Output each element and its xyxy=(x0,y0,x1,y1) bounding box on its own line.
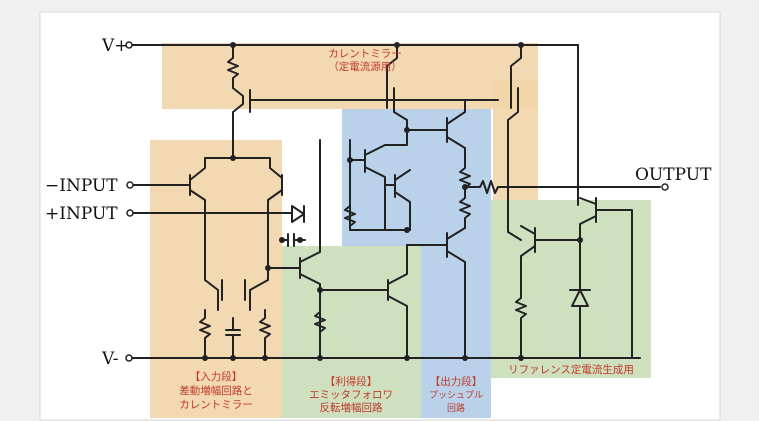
diff-pair-left xyxy=(189,157,283,281)
plus-input-label: +INPUT xyxy=(45,204,118,224)
output-bias-transistor xyxy=(384,169,411,231)
gain-emitter-follower xyxy=(267,139,321,359)
output-emitter-resistors xyxy=(459,159,471,229)
vminus-label: V- xyxy=(101,349,118,369)
vminus-terminal xyxy=(125,354,133,362)
output-stage-label-line1: 【出力段】 xyxy=(430,375,483,388)
gain-stage-label-line1: 【利得段】 xyxy=(325,375,378,388)
region-current-mirror-right xyxy=(493,80,538,200)
region-input-stage xyxy=(150,140,282,418)
output-resistor xyxy=(464,180,661,194)
region-gain-stage xyxy=(282,246,421,418)
output-label: OUTPUT xyxy=(635,165,712,185)
gain-resistor xyxy=(314,299,326,359)
output-stage-label-line3: 回路 xyxy=(447,402,465,414)
output-npn xyxy=(406,99,466,161)
plus-input-terminal xyxy=(126,209,134,217)
gain-inverter xyxy=(319,244,408,359)
diode xyxy=(281,205,305,223)
input-stage-label-line3: カレントミラー xyxy=(179,399,253,411)
gain-stage-label-line3: 反転増幅回路 xyxy=(320,401,383,414)
reference-left-branch xyxy=(507,199,581,359)
reference-label: リファレンス定電流生成用 xyxy=(508,363,634,376)
input-stage-label-line2: 差動増幅回路と xyxy=(179,384,253,397)
input-capacitor xyxy=(225,317,241,359)
region-current-mirror xyxy=(162,43,538,109)
reference-right-transistor xyxy=(577,149,633,359)
input-resistor-right xyxy=(259,309,271,359)
current-mirror-label-line1: カレントミラー xyxy=(328,48,402,60)
gain-stage-label-line2: エミッタフォロワ xyxy=(309,389,393,401)
vplus-label: V+ xyxy=(101,36,129,56)
minus-input-terminal xyxy=(126,181,134,189)
region-output-stage xyxy=(421,246,491,418)
output-bias-resistor xyxy=(344,199,356,227)
diff-pair-right xyxy=(267,174,283,281)
input-resistor-left xyxy=(199,309,211,359)
input-stage-label-line1: 【入力段】 xyxy=(190,370,243,383)
input-mirror-transistors xyxy=(204,279,269,311)
current-mirror-label-line2: （定電流源用） xyxy=(328,60,402,73)
mirror-transistor-right xyxy=(507,44,522,201)
mirror-transistor-left xyxy=(232,87,391,151)
junction-dots xyxy=(202,42,583,361)
zener-diode xyxy=(569,289,591,359)
mirror-resistor xyxy=(227,44,239,89)
output-terminal xyxy=(661,183,669,191)
output-pnp xyxy=(406,227,466,359)
vplus-terminal xyxy=(125,41,133,49)
output-bias-left xyxy=(349,129,408,231)
minus-input-label: −INPUT xyxy=(45,176,118,196)
output-stage-label-line2: プッシュプル xyxy=(429,390,483,401)
